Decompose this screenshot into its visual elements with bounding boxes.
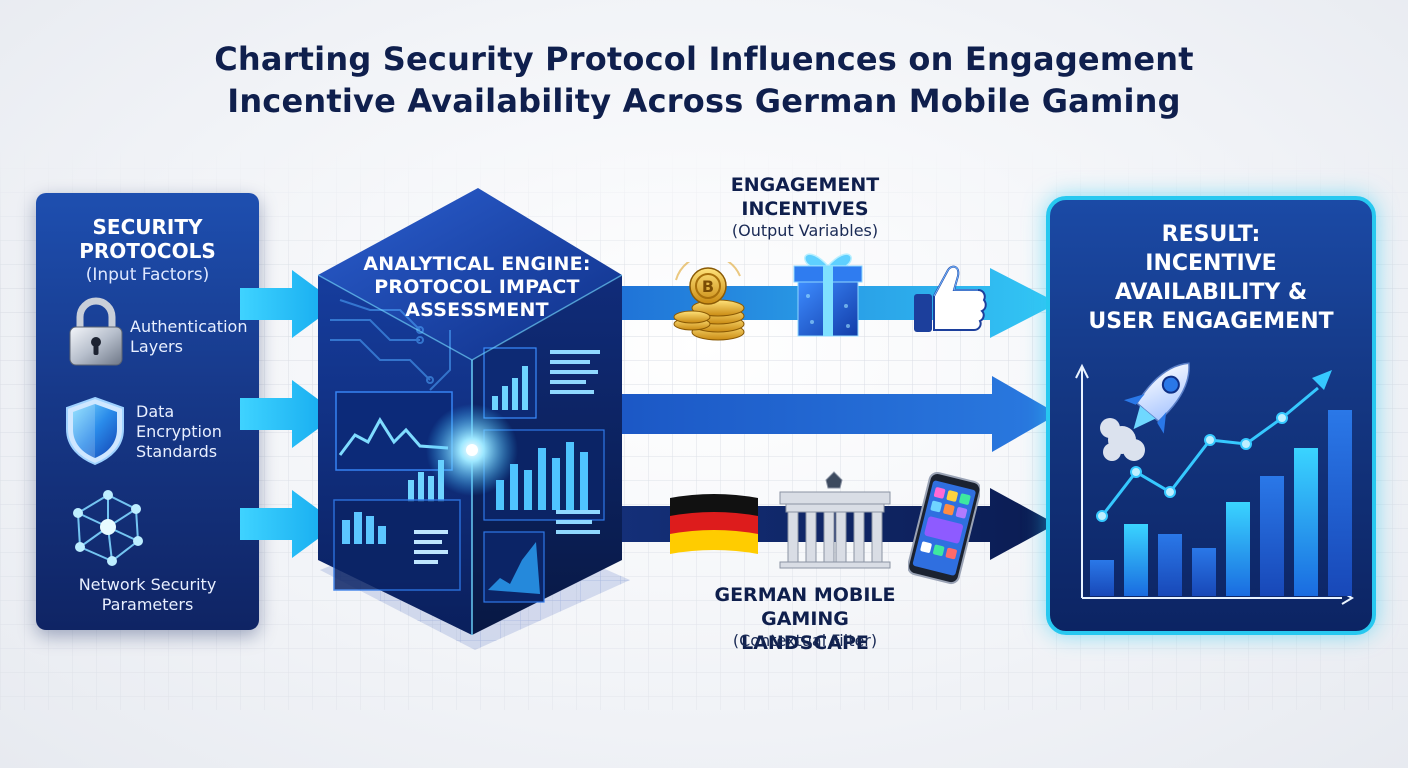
data-encryption-label: Data Encryption Standards: [136, 402, 222, 462]
security-protocols-panel: SECURITY PROTOCOLS (Input Factors) Authe…: [36, 193, 259, 630]
german-market-title-line-1: GERMAN MOBILE: [714, 584, 896, 606]
german-market-title-line-2: GAMING LANDSCAPE: [741, 608, 869, 654]
result-line-2: INCENTIVE: [1145, 251, 1277, 276]
encryption-line-3: Standards: [136, 442, 218, 461]
smartphone-icon: [908, 472, 980, 585]
security-heading-line-2: PROTOCOLS: [79, 239, 216, 263]
svg-text:B: B: [702, 277, 714, 296]
brandenburg-gate-icon: [779, 471, 891, 569]
engine-label-line-1: ANALYTICAL ENGINE:: [363, 253, 591, 275]
authentication-layers-label: Authentication Layers: [130, 317, 247, 357]
security-subheading: (Input Factors): [85, 265, 210, 285]
engagement-title-line-1: ENGAGEMENT: [730, 174, 880, 196]
network-line-2: Parameters: [101, 595, 194, 614]
result-line-1: RESULT:: [1161, 222, 1261, 247]
rocket-icon: [1100, 362, 1190, 461]
engagement-subtitle: (Output Variables): [731, 221, 879, 240]
padlock-icon: [69, 297, 123, 366]
input-arrow-3: [240, 490, 338, 558]
result-panel: RESULT: INCENTIVE AVAILABILITY & USER EN…: [1046, 196, 1376, 635]
gift-box-icon: [793, 253, 863, 337]
shield-icon: [66, 396, 124, 466]
germany-flag-icon: [670, 494, 758, 554]
engine-label-line-3: ASSESSMENT: [405, 299, 549, 321]
auth-line-2: Layers: [130, 337, 183, 356]
input-arrow-1: [240, 270, 338, 338]
security-heading-line-1: SECURITY: [92, 215, 203, 239]
network-nodes-icon: [73, 490, 143, 566]
network-line-1: Network Security: [78, 575, 217, 594]
engagement-title-line-2: INCENTIVES: [741, 198, 869, 220]
auth-line-1: Authentication: [130, 317, 248, 336]
thumbs-up-icon: [914, 265, 987, 332]
page-title-line-1: Charting Security Protocol Influences on…: [214, 40, 1194, 78]
german-market-subtitle: (Contextual Filter): [732, 631, 878, 650]
growth-chart-icon: [1075, 363, 1354, 605]
encryption-line-2: Encryption: [136, 422, 222, 441]
result-line-4: USER ENGAGEMENT: [1088, 309, 1334, 334]
analytical-engine-cube: [317, 188, 630, 650]
page-title-line-2: Incentive Availability Across German Mob…: [227, 82, 1181, 120]
coins-icon: B: [673, 262, 745, 341]
result-title: RESULT: INCENTIVE AVAILABILITY & USER EN…: [1050, 220, 1372, 336]
engine-label-line-2: PROTOCOL IMPACT: [374, 276, 580, 298]
network-security-label: Network Security Parameters: [36, 575, 259, 615]
input-arrow-2: [240, 380, 338, 448]
result-line-3: AVAILABILITY &: [1114, 280, 1308, 305]
encryption-line-1: Data: [136, 402, 175, 421]
direct-output-arrow: [600, 376, 1058, 452]
